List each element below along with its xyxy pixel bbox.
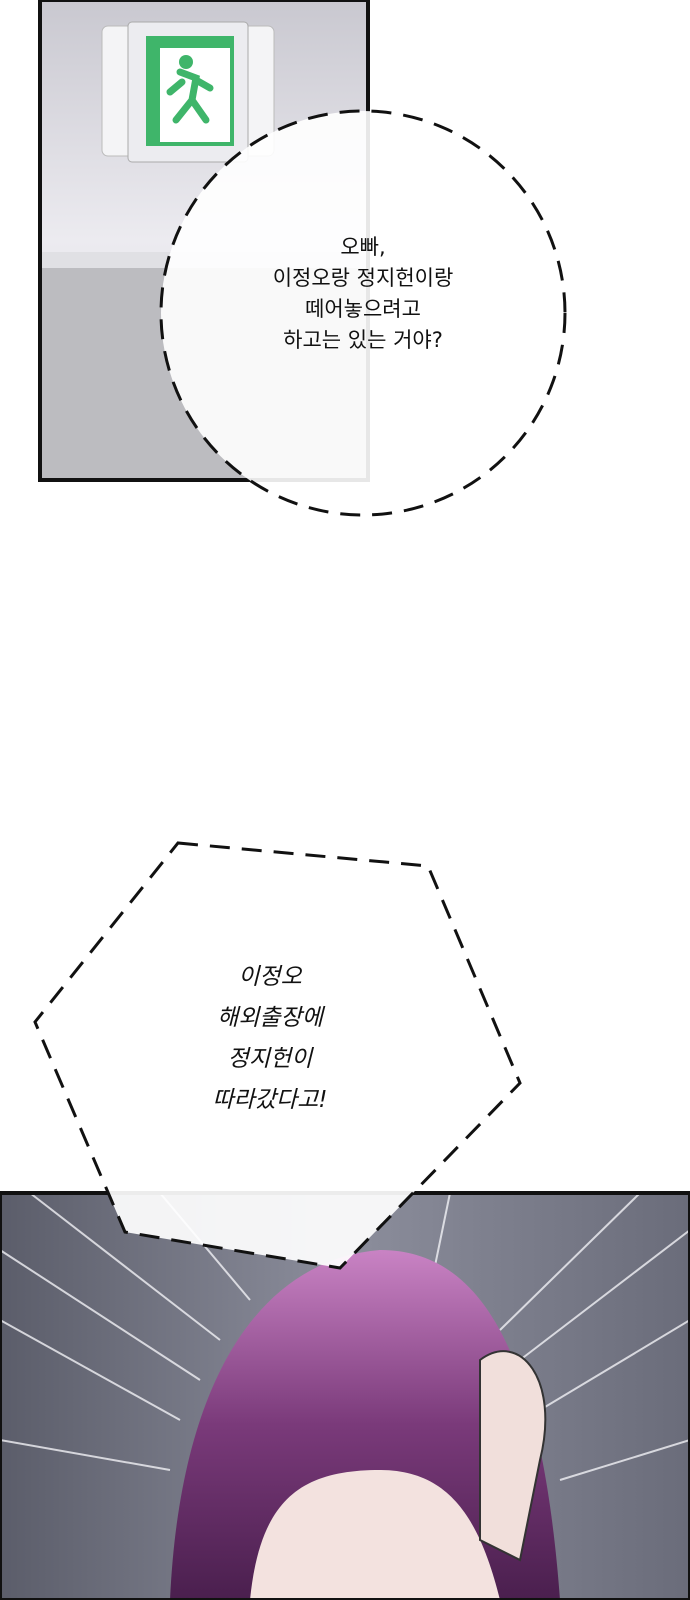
speech-bubble-1-text: 오빠, 이정오랑 정지헌이랑 떼어놓으려고 하고는 있는 거야?: [163, 232, 563, 356]
dialogue-line: 정지헌이: [227, 1046, 313, 1072]
dialogue-line: 따라갔다고!: [212, 1087, 328, 1113]
exit-sign-icon: [146, 36, 234, 146]
dialogue-line: 해외출장에: [217, 1005, 323, 1031]
speech-bubble-1: [159, 109, 567, 517]
speech-bubble-2-text: 이정오 해외출장에 정지헌이 따라갔다고!: [160, 957, 380, 1121]
dialogue-line: 이정오: [238, 964, 302, 990]
speech-bubble-2: [33, 841, 522, 1270]
dialogue-line: 하고는 있는 거야?: [283, 328, 443, 352]
dialogue-line: 이정오랑 정지헌이랑: [272, 266, 454, 290]
dialogue-line: 오빠,: [340, 235, 386, 259]
dialogue-line: 떼어놓으려고: [305, 297, 421, 321]
